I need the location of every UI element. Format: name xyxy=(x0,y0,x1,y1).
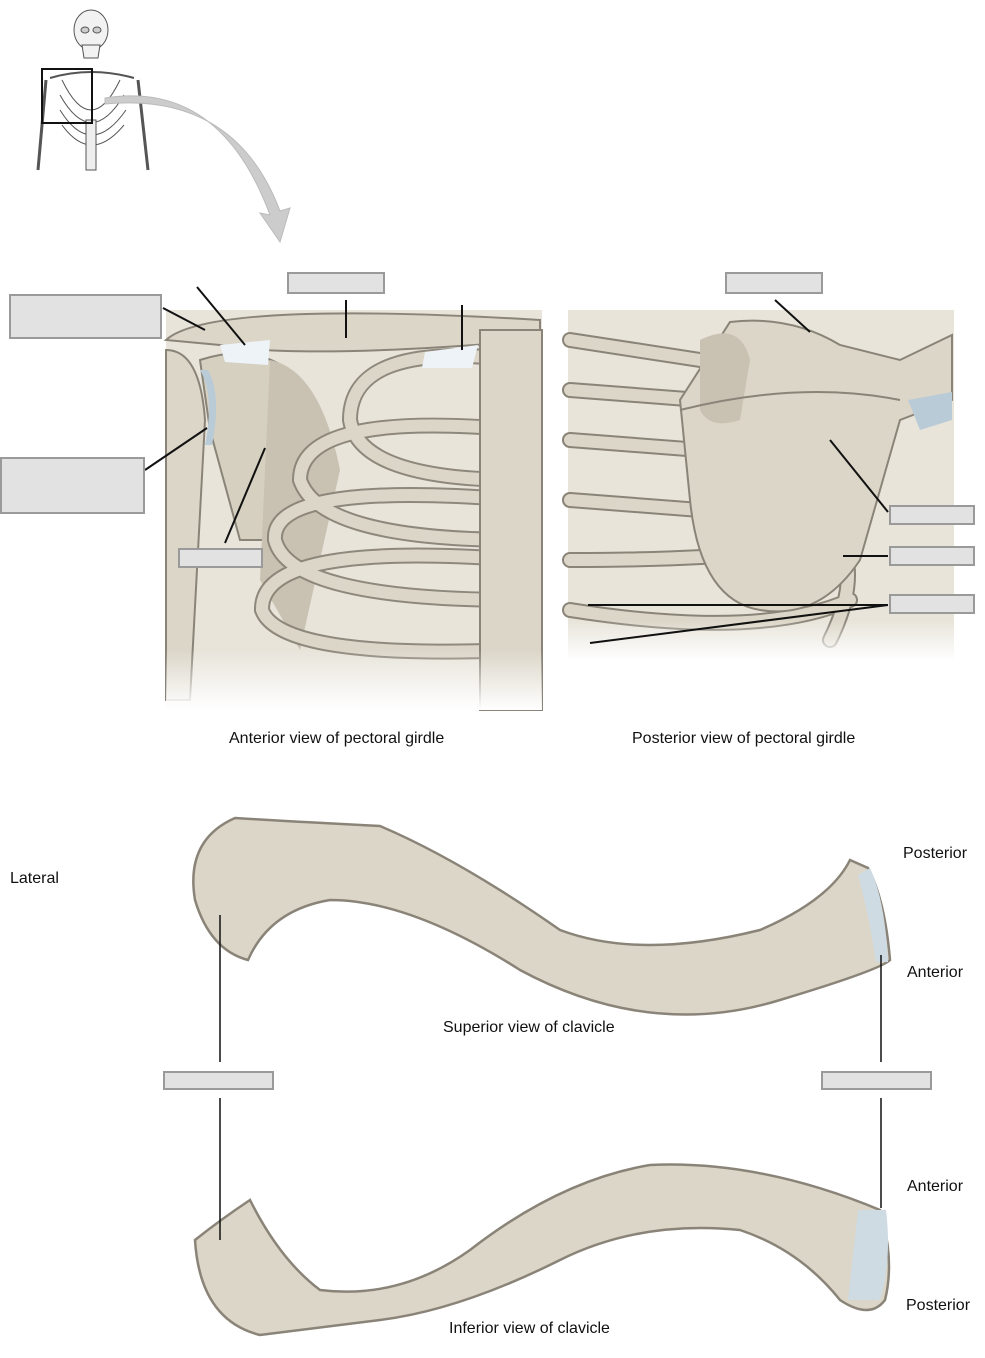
skeleton-icon xyxy=(36,9,150,171)
caption-posterior-view: Posterior view of pectoral girdle xyxy=(632,730,856,747)
label-box-sternal-end[interactable] xyxy=(821,1071,932,1090)
anterior-view-illustration xyxy=(163,310,543,711)
leader-lines xyxy=(144,286,889,1240)
orientation-anterior-top: Anterior xyxy=(907,964,964,981)
orientation-lateral: Lateral xyxy=(10,870,59,887)
orientation-anterior-bottom: Anterior xyxy=(907,1178,964,1195)
label-box-glenoid[interactable] xyxy=(0,457,145,514)
label-box-coracoid[interactable] xyxy=(178,548,263,568)
clavicle-inferior xyxy=(193,1163,891,1337)
caption-superior-clavicle: Superior view of clavicle xyxy=(443,1019,615,1036)
caption-inferior-clavicle: Inferior view of clavicle xyxy=(449,1320,610,1337)
orientation-posterior-bottom: Posterior xyxy=(906,1297,971,1314)
label-box-clavicle-posterior[interactable] xyxy=(725,272,823,294)
label-box-acromioclavicular[interactable] xyxy=(9,294,162,339)
orientation-posterior-top: Posterior xyxy=(903,845,968,862)
label-box-acromial-end[interactable] xyxy=(163,1071,274,1090)
label-box-rib[interactable] xyxy=(889,546,975,566)
label-box-ribs[interactable] xyxy=(889,594,975,614)
caption-anterior-view: Anterior view of pectoral girdle xyxy=(229,730,445,747)
curved-arrow-icon xyxy=(104,95,291,244)
label-box-spine[interactable] xyxy=(889,505,975,525)
label-box-clavicle-anterior[interactable] xyxy=(287,272,385,294)
clavicle-superior xyxy=(192,816,892,1016)
